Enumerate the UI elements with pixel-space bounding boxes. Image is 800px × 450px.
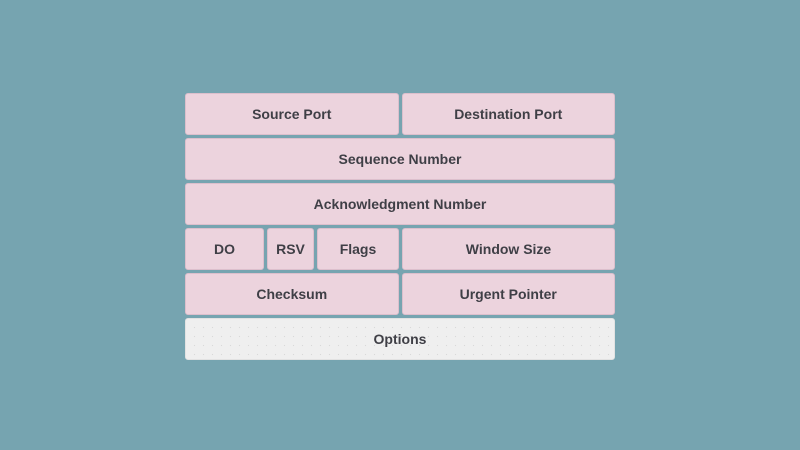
- header-row-checksum: Checksum Urgent Pointer: [185, 273, 615, 315]
- field-window-size: Window Size: [402, 228, 615, 270]
- tcp-header-diagram: Source Port Destination Port Sequence Nu…: [185, 93, 615, 363]
- header-row-options: Options: [185, 318, 615, 360]
- field-destination-port: Destination Port: [401, 93, 615, 135]
- header-row-ports: Source Port Destination Port: [185, 93, 615, 135]
- field-sequence-number: Sequence Number: [185, 138, 615, 180]
- field-data-offset: DO: [185, 228, 264, 270]
- field-urgent-pointer: Urgent Pointer: [401, 273, 615, 315]
- field-acknowledgment-number: Acknowledgment Number: [185, 183, 615, 225]
- field-options: Options: [185, 318, 615, 360]
- header-row-acknowledgment: Acknowledgment Number: [185, 183, 615, 225]
- field-source-port: Source Port: [185, 93, 399, 135]
- header-row-control: DO RSV Flags Window Size: [185, 228, 615, 270]
- field-flags: Flags: [317, 228, 399, 270]
- header-row-sequence: Sequence Number: [185, 138, 615, 180]
- field-reserved: RSV: [267, 228, 314, 270]
- field-checksum: Checksum: [185, 273, 399, 315]
